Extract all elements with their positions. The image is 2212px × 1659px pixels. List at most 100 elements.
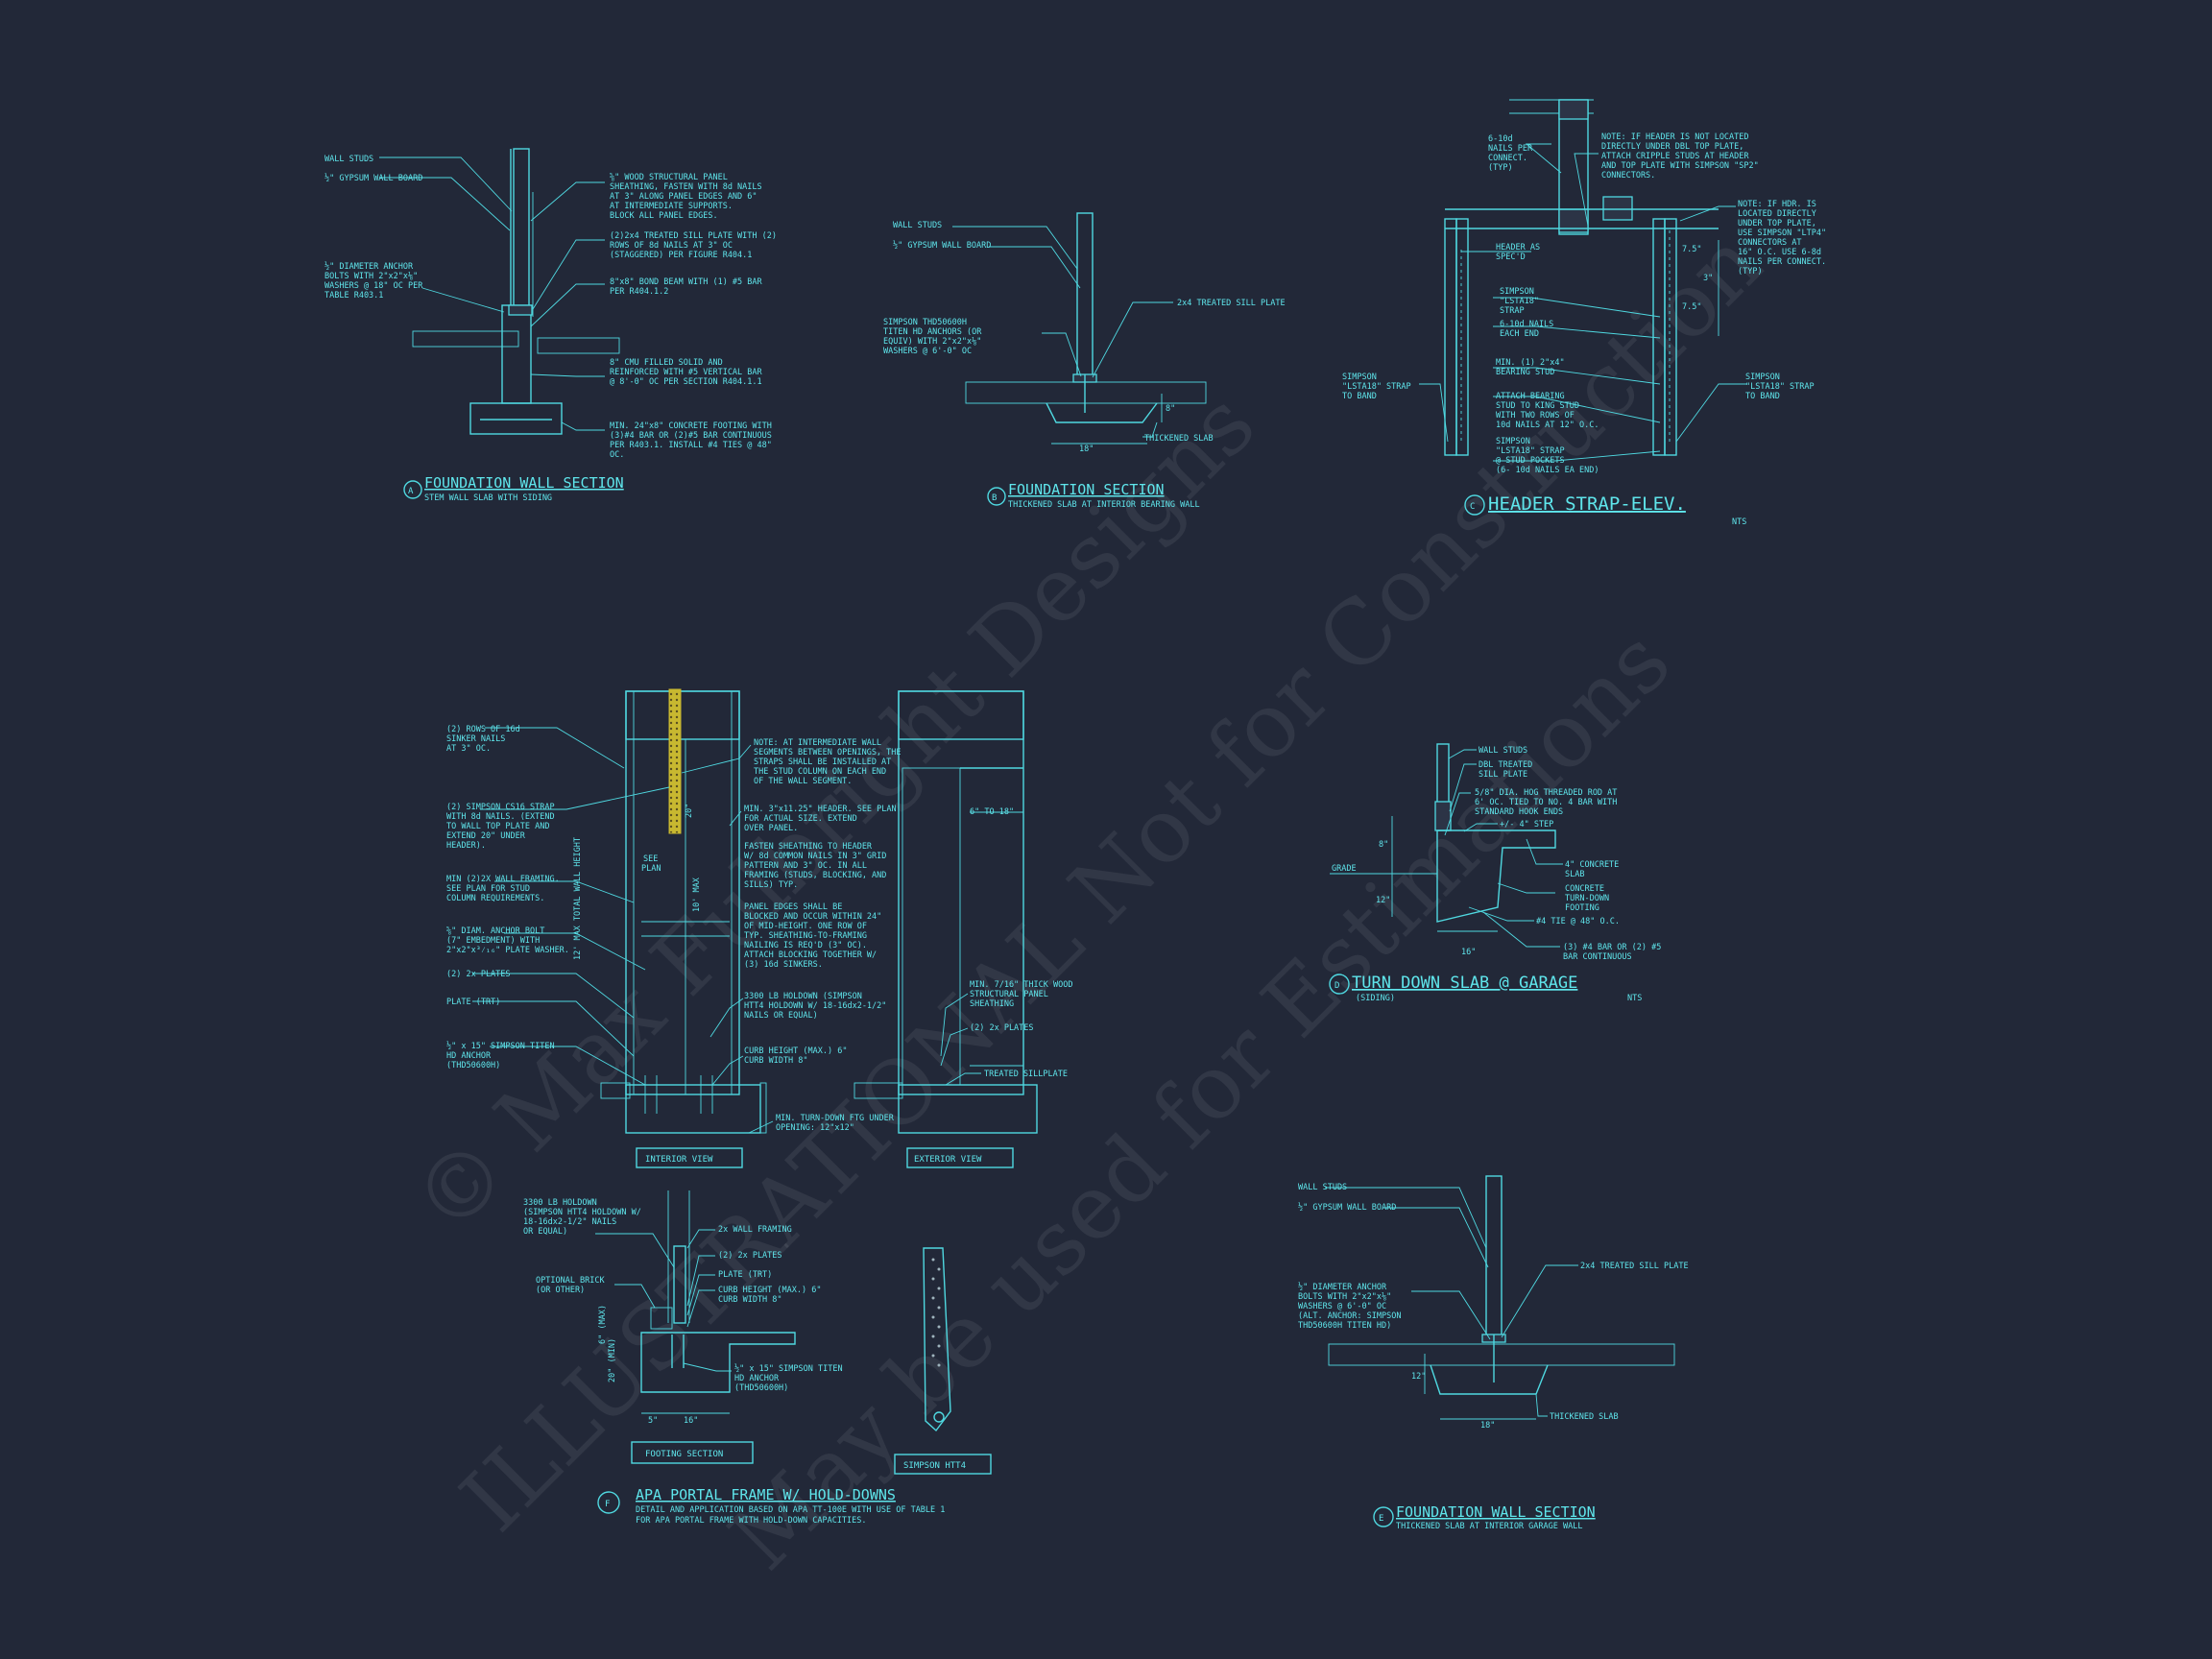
detail-f-interior-label: INTERIOR VIEW <box>645 1155 713 1165</box>
detail-d-note-16: 8" <box>1379 840 1388 850</box>
detail-a-note-9: AT INTERMEDIATE SUPPORTS. <box>610 202 733 211</box>
detail-c-note-37: SIMPSON <box>1745 373 1780 382</box>
detail-f-foot-5: (2) 2x PLATES <box>718 1251 782 1261</box>
detail-f-left-7: HEADER). <box>446 841 486 851</box>
detail-a-note-11: (2)2x4 TREATED SILL PLATE WITH (2) <box>610 231 777 241</box>
detail-f-mid-37: TREATED SILLPLATE <box>984 1070 1068 1079</box>
detail-f-foot-8: CURB WIDTH 8" <box>718 1295 782 1305</box>
detail-a-note-13: (STAGGERED) PER FIGURE R404.1 <box>610 251 752 260</box>
detail-b-note-3: SIMPSON THD50600H <box>883 318 967 327</box>
detail-c-note-8: CONNECTORS. <box>1601 171 1655 180</box>
detail-c-note-26: ATTACH BEARING <box>1496 392 1565 401</box>
detail-d-title: TURN DOWN SLAB @ GARAGE <box>1352 974 1577 993</box>
detail-f-exterior-label: EXTERIOR VIEW <box>914 1155 982 1165</box>
detail-c-note-32: @ STUD POCKETS <box>1496 456 1565 466</box>
detail-a-note-0: WALL STUDS <box>325 155 373 164</box>
detail-f-mid-3: THE STUD COLUMN ON EACH END <box>754 767 886 777</box>
detail-c-note-4: NOTE: IF HEADER IS NOT LOCATED <box>1601 132 1749 142</box>
detail-d-note-18: 16" <box>1461 948 1476 957</box>
detail-f-left-14: (2) 2x PLATES <box>446 970 511 979</box>
detail-c-note-17: HEADER AS <box>1496 243 1540 252</box>
detail-f-20in: 20" <box>685 804 694 818</box>
detail-f-mid-32: 6" TO 18" <box>970 807 1014 817</box>
detail-f-left-12: (7" EMBEDMENT) WITH <box>446 936 540 946</box>
detail-e-note-2: 2x4 TREATED SILL PLATE <box>1580 1262 1689 1271</box>
detail-b-slab <box>965 381 1207 404</box>
detail-e-title: FOUNDATION WALL SECTION <box>1396 1503 1596 1521</box>
detail-c-note-5: DIRECTLY UNDER DBL TOP PLATE, <box>1601 142 1743 152</box>
detail-a-note-12: ROWS OF 8d NAILS AT 3" OC <box>610 241 733 251</box>
detail-f-left-13: 2"x2"x³⁄₁₆" PLATE WASHER. <box>446 946 569 955</box>
detail-c-note-20: "LSTA18" <box>1500 297 1539 306</box>
detail-f-mid-7: OVER PANEL. <box>744 824 798 833</box>
detail-a-note-1: ½" GYPSUM WALL BOARD <box>325 173 422 183</box>
detail-f-mid-2: STRAPS SHALL BE INSTALLED AT <box>754 757 891 767</box>
detail-c-note-3: (TYP) <box>1488 163 1513 173</box>
detail-e-note-10: 12" <box>1411 1372 1426 1382</box>
detail-d-note-11: FOOTING <box>1565 903 1599 913</box>
detail-c-note-40: 7.5" <box>1682 245 1701 254</box>
detail-c-note-14: 16" O.C. USE 6-8d <box>1738 248 1821 257</box>
detail-b-note-2: 2x4 TREATED SILL PLATE <box>1177 299 1286 308</box>
detail-c-note-21: STRAP <box>1500 306 1525 316</box>
detail-f-left-18: (THD50600H) <box>446 1061 500 1070</box>
detail-f-mid-23: CURB HEIGHT (MAX.) 6" <box>744 1046 847 1056</box>
detail-f-interior-footing <box>625 1084 761 1134</box>
detail-e-bubble-letter: E <box>1379 1514 1383 1524</box>
detail-f-see-2: PLAN <box>641 864 661 874</box>
detail-d-note-5: STANDARD HOOK ENDS <box>1475 807 1563 817</box>
detail-f-mid-12: SILLS) TYP. <box>744 880 798 890</box>
detail-c-note-28: WITH TWO ROWS OF <box>1496 411 1575 421</box>
detail-a-note-10: BLOCK ALL PANEL EDGES. <box>610 211 718 221</box>
detail-f-title: APA PORTAL FRAME W/ HOLD-DOWNS <box>636 1486 896 1503</box>
detail-e-note-1: ½" GYPSUM WALL BOARD <box>1298 1202 1396 1213</box>
detail-e: WALL STUDS ½" GYPSUM WALL BOARD 2x4 TREA… <box>1298 1175 1689 1531</box>
detail-f-mid-16: TYP. SHEATHING-TO-FRAMING <box>744 931 867 941</box>
detail-c-note-13: CONNECTORS AT <box>1738 238 1802 248</box>
detail-f-mid-4: OF THE WALL SEGMENT. <box>754 777 852 786</box>
detail-d-bubble <box>1329 974 1350 995</box>
detail-f-foot-4: 2x WALL FRAMING <box>718 1225 792 1235</box>
detail-e-note-7: THD50600H TITEN HD) <box>1298 1321 1391 1331</box>
detail-f-foot-13: (THD50600H) <box>734 1383 788 1393</box>
detail-f-foot-10: (OR OTHER) <box>536 1286 585 1295</box>
detail-c-note-0: 6-10d <box>1488 134 1513 144</box>
detail-d-note-0: WALL STUDS <box>1479 746 1527 756</box>
detail-b-note-5: EQUIV) WITH 2"x2"x⅛" <box>883 337 981 347</box>
detail-b-note-1: ½" GYPSUM WALL BOARD <box>893 240 991 251</box>
detail-f-mid-22: NAILS OR EQUAL) <box>744 1011 818 1021</box>
detail-b-bubble <box>987 487 1006 506</box>
detail-f-foot-11: ½" x 15" SIMPSON TITEN <box>734 1363 843 1374</box>
detail-e-stud-wall <box>1485 1175 1503 1340</box>
detail-f-cs16-strap <box>668 688 682 834</box>
detail-e-note-9: 18" <box>1480 1421 1495 1431</box>
detail-d-note-14: BAR CONTINUOUS <box>1563 952 1632 962</box>
detail-e-note-0: WALL STUDS <box>1298 1183 1347 1192</box>
detail-e-note-3: ½" DIAMETER ANCHOR <box>1298 1282 1387 1292</box>
detail-f-mid-13: PANEL EDGES SHALL BE <box>744 902 842 912</box>
detail-f-foot-14: 20" (MIN) <box>608 1338 617 1382</box>
detail-f-mid-1: SEGMENTS BETWEEN OPENINGS, THE <box>754 748 902 757</box>
detail-f-mid-20: 3300 LB HOLDOWN (SIMPSON <box>744 992 862 1001</box>
detail-a-note-20: (3)#4 BAR OR (2)#5 BAR CONTINUOUS <box>610 431 772 441</box>
detail-b-note-6: WASHERS @ 6'-0" OC <box>883 347 972 356</box>
detail-d-note-13: (3) #4 BAR OR (2) #5 <box>1563 943 1661 952</box>
detail-c-subtitle: NTS <box>1732 517 1746 527</box>
detail-a-note-7: SHEATHING, FASTEN WITH 8d NAILS <box>610 182 762 192</box>
detail-d: WALL STUDS DBL TREATED SILL PLATE 5/8" D… <box>1329 743 1661 1003</box>
detail-b-note-8: 18" <box>1079 445 1094 454</box>
detail-b-note-9: 8" <box>1166 404 1175 414</box>
detail-c-note-12: USE SIMPSON "LTP4" <box>1738 228 1826 238</box>
detail-e-slab <box>1328 1343 1675 1366</box>
detail-f-foot-6: PLATE (TRT) <box>718 1270 772 1280</box>
detail-c-note-30: SIMPSON <box>1496 437 1530 446</box>
detail-b: WALL STUDS ½" GYPSUM WALL BOARD 2x4 TREA… <box>883 212 1286 510</box>
detail-f-foot-17: 16" <box>684 1416 698 1426</box>
detail-c-note-22: 6-10d NAILS <box>1500 320 1553 329</box>
detail-f-mid-9: W/ 8d COMMON NAILS IN 3" GRID <box>744 852 886 861</box>
detail-c-note-23: EACH END <box>1500 329 1539 339</box>
detail-f-foot-7: CURB HEIGHT (MAX.) 6" <box>718 1286 821 1295</box>
detail-c-note-29: 10d NAILS AT 12" O.C. <box>1496 421 1599 430</box>
detail-f-mid-17: NAILING IS REQ'D (3" OC). <box>744 941 867 950</box>
